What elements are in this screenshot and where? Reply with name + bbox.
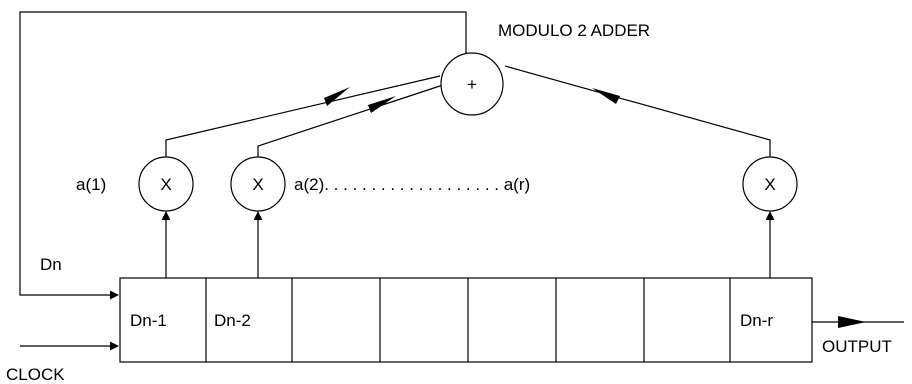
- input-label: Dn: [40, 255, 62, 274]
- sum-line-2: [257, 83, 447, 157]
- multiplier-2: X: [230, 156, 286, 212]
- sum-arrowhead-1: [324, 87, 350, 106]
- output-arrowhead: [838, 316, 866, 328]
- feedback-line: [19, 11, 467, 300]
- multiplier-r: X: [742, 156, 798, 212]
- register-outline: [119, 277, 813, 363]
- sum-line-r: [504, 65, 771, 157]
- sum-arrowhead-r: [592, 88, 620, 104]
- multiplier-symbol: X: [252, 175, 263, 194]
- modulo-2-adder: +: [440, 52, 504, 116]
- register-cell-label: Dn-2: [214, 311, 251, 330]
- output-label: OUTPUT: [822, 337, 892, 356]
- multiplier-1: X: [138, 156, 194, 212]
- adder-title: MODULO 2 ADDER: [498, 21, 650, 40]
- coefficient-label-range: a(2). . . . . . . . . . . . . . . . . . …: [294, 175, 530, 194]
- register-cell-label: Dn-1: [130, 311, 167, 330]
- multiplier-symbol: X: [160, 175, 171, 194]
- sum-arrowhead-2: [368, 96, 396, 113]
- coefficient-label-1: a(1): [76, 175, 106, 194]
- adder-symbol: +: [467, 75, 477, 94]
- sum-line-1: [165, 75, 441, 157]
- adder-circle: [440, 52, 504, 116]
- register-cell-label: Dn-r: [740, 311, 773, 330]
- clock-label: CLOCK: [6, 365, 65, 384]
- shift-register: Dn-1 Dn-2 Dn-r: [119, 277, 813, 363]
- multiplier-symbol: X: [764, 175, 775, 194]
